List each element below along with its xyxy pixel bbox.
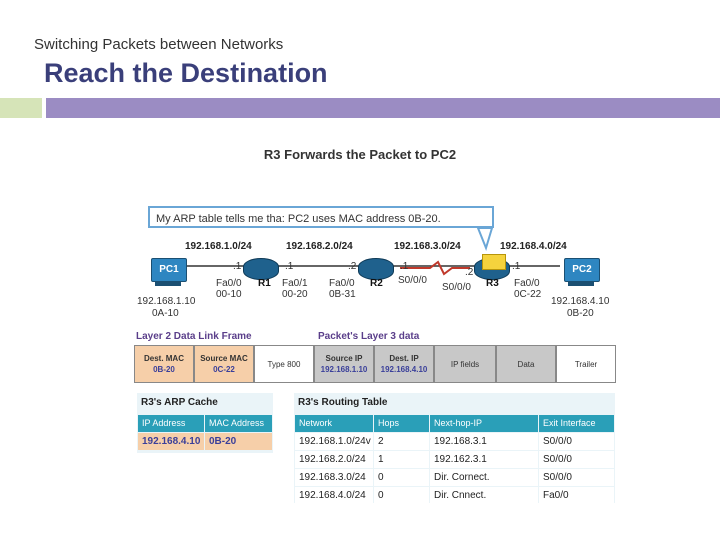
packet-envelope-icon — [482, 254, 506, 270]
router-r2-name: R2 — [370, 278, 383, 289]
router-r2-icon — [358, 258, 394, 280]
pc1-name: PC1 — [159, 264, 179, 275]
r1-mac-left: 00-10 — [216, 289, 242, 300]
callout-bubble: My ARP table tells me tha: PC2 uses MAC … — [148, 206, 494, 228]
rt-row-1-nexthop: 192.168.3.1 — [430, 433, 538, 450]
router-r1-name: R1 — [258, 278, 271, 289]
frame-data: Data — [496, 345, 556, 383]
src-ip-label: Source IP — [325, 354, 363, 363]
network-label-1: 192.168.1.0/24 — [185, 241, 252, 252]
r2-host-left: .2 — [348, 261, 357, 272]
r3-host-left: .2 — [465, 267, 474, 278]
frame-dest-mac: Dest. MAC 0B-20 — [134, 345, 194, 383]
arp-row-ip: 192.168.4.10 — [138, 433, 204, 450]
pc2-base — [568, 282, 594, 286]
rt-row-3-hops: 0 — [374, 469, 429, 486]
pc1-icon: PC1 — [151, 258, 187, 282]
frame-dst-ip: Dest. IP 192.168.4.10 — [374, 345, 434, 383]
src-ip-value: 192.168.1.10 — [320, 365, 368, 374]
layer2-frame-label: Layer 2 Data Link Frame — [136, 331, 252, 342]
arp-cache-title: R3's ARP Cache — [141, 397, 218, 408]
r3-mac-right: 0C-22 — [514, 289, 542, 300]
network-label-4: 192.168.4.0/24 — [500, 241, 567, 252]
rt-row-4-hops: 0 — [374, 487, 429, 504]
rt-row-2-nexthop: 192.162.3.1 — [430, 451, 538, 468]
arp-row-mac: 0B-20 — [205, 433, 272, 450]
rt-row-1-network: 192.168.1.0/24v — [295, 433, 373, 450]
rt-row-1-exit: S0/0/0 — [539, 433, 614, 450]
layer3-data-label: Packet's Layer 3 data — [318, 331, 420, 342]
rt-header-network: Network — [295, 415, 373, 432]
rt-row-4-nexthop: Dir. Cnnect. — [430, 487, 538, 504]
r3-if-right: Fa0/0 — [514, 278, 540, 289]
router-r1-icon — [243, 258, 279, 280]
r2-if-right: S0/0/0 — [398, 275, 427, 286]
slide-subtitle: Switching Packets between Networks — [34, 36, 284, 53]
dst-ip-label: Dest. IP — [389, 354, 419, 363]
frame-trailer: Trailer — [556, 345, 616, 383]
src-mac-value: 0C-22 — [213, 365, 235, 374]
r2-mac-left: 0B-31 — [329, 289, 356, 300]
r1-if-right: Fa0/1 — [282, 278, 308, 289]
frame-src-ip: Source IP 192.168.1.10 — [314, 345, 374, 383]
accent-bar-purple — [46, 98, 720, 118]
dst-ip-value: 192.168.4.10 — [380, 365, 428, 374]
frame-ip-fields: IP fields — [434, 345, 496, 383]
pc2-ip: 192.168.4.10 — [551, 296, 610, 307]
pc2-name: PC2 — [572, 264, 592, 275]
rt-row-4-network: 192.168.4.0/24 — [295, 487, 373, 504]
network-label-2: 192.168.2.0/24 — [286, 241, 353, 252]
rt-header-exit: Exit Interface — [539, 415, 614, 432]
r1-if-left: Fa0/0 — [216, 278, 242, 289]
dest-mac-label: Dest. MAC — [143, 354, 184, 363]
rt-row-4-exit: Fa0/0 — [539, 487, 614, 504]
figure-title: R3 Forwards the Packet to PC2 — [263, 147, 457, 162]
frame-src-mac: Source MAC 0C-22 — [194, 345, 254, 383]
rt-row-2-network: 192.168.2.0/24 — [295, 451, 373, 468]
dest-mac-value: 0B-20 — [153, 365, 175, 374]
serial-link-icon — [400, 260, 470, 276]
r1-host-right: .1 — [285, 261, 294, 272]
pc2-icon: PC2 — [564, 258, 600, 282]
callout-pointer — [476, 227, 494, 252]
rt-header-hops: Hops — [374, 415, 429, 432]
src-mac-label: Source MAC — [200, 354, 248, 363]
arp-header-ip: IP Address — [138, 415, 204, 432]
r2-if-left: Fa0/0 — [329, 278, 355, 289]
arp-header-mac: MAC Address — [205, 415, 272, 432]
rt-row-3-exit: S0/0/0 — [539, 469, 614, 486]
r3-host-right: .1 — [512, 261, 521, 272]
routing-table-title: R3's Routing Table — [298, 397, 388, 408]
r1-host-left: .1 — [233, 261, 242, 272]
rt-row-3-nexthop: Dir. Cornect. — [430, 469, 538, 486]
accent-bar-green — [0, 98, 42, 118]
slide-title: Reach the Destination — [44, 58, 328, 88]
rt-row-3-network: 192.168.3.0/24 — [295, 469, 373, 486]
r3-if-left: S0/0/0 — [442, 282, 471, 293]
pc1-base — [155, 282, 181, 286]
frame-type: Type 800 — [254, 345, 314, 383]
pc1-mac: 0A-10 — [152, 308, 179, 319]
rt-row-2-hops: 1 — [374, 451, 429, 468]
rt-row-2-exit: S0/0/0 — [539, 451, 614, 468]
r2-host-right: .1 — [400, 261, 409, 272]
pc1-ip: 192.168.1.10 — [137, 296, 196, 307]
router-r3-name: R3 — [486, 278, 499, 289]
rt-row-1-hops: 2 — [374, 433, 429, 450]
rt-header-nexthop: Next-hop-IP — [430, 415, 538, 432]
pc2-mac: 0B-20 — [567, 308, 594, 319]
r1-mac-right: 00-20 — [282, 289, 308, 300]
network-label-3: 192.168.3.0/24 — [394, 241, 461, 252]
